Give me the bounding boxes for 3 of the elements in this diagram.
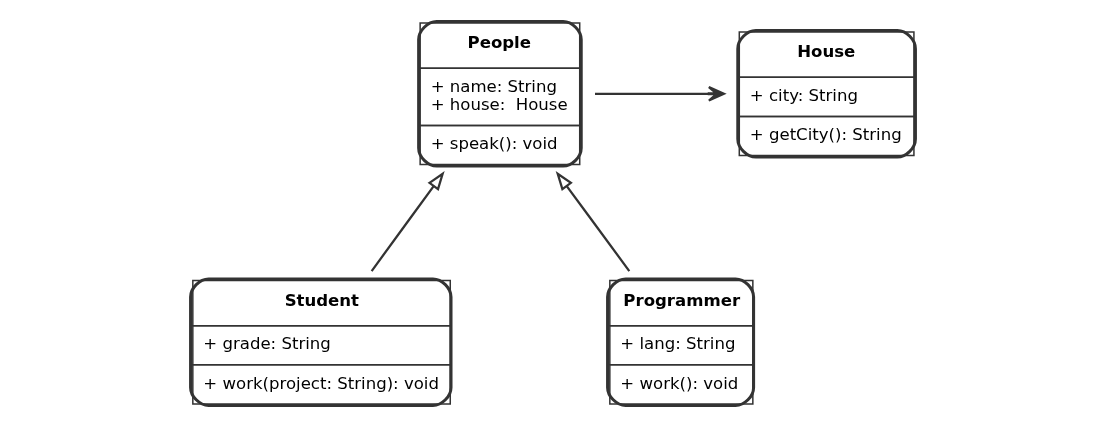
arrow: [555, 171, 630, 272]
arrow: [370, 171, 445, 272]
arrow: [594, 85, 725, 102]
